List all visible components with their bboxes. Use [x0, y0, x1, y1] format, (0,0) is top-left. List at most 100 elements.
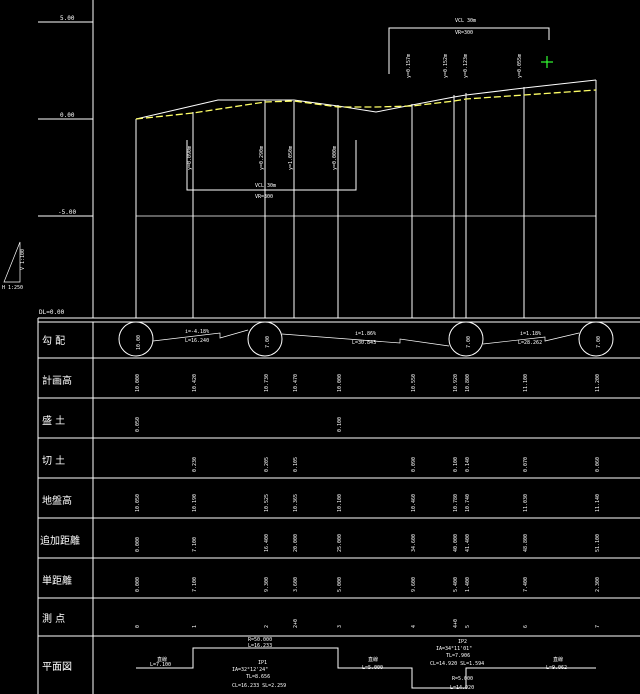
- ground-height-value: 10.365: [293, 494, 299, 512]
- datum-label: DL=0.00: [39, 309, 65, 316]
- stations-value: 2+0: [293, 619, 299, 628]
- elevation-label-low: -5.00: [58, 209, 76, 216]
- planned-height-value: 10.730: [264, 374, 270, 392]
- row-label-planned-height: 計画高: [42, 374, 72, 387]
- single-distance-value: 9.300: [264, 577, 270, 592]
- plan-curve-2-ia: IA=34°11'01": [436, 646, 472, 652]
- single-distance-value: 1.400: [465, 577, 471, 592]
- ground-height-value: 10.780: [453, 494, 459, 512]
- grade-segment-length-3: L=28.262: [518, 340, 542, 346]
- vc-top-radius: VR=300: [455, 30, 473, 36]
- vc-bottom-y3: y=1.050m: [288, 146, 294, 170]
- grade-circle-2: [448, 321, 484, 357]
- ground-height-value: 10.460: [411, 494, 417, 512]
- single-distance-value: 5.000: [337, 577, 343, 592]
- stations-value: 1: [192, 625, 198, 628]
- stations-value: 4+0: [453, 619, 459, 628]
- plan-curve-2-l: L=14.920: [450, 685, 474, 691]
- single-distance-value: 7.100: [192, 577, 198, 592]
- plan-straight-2: 直線: [368, 656, 378, 663]
- plan-straight-3-len: L=9.062: [546, 665, 567, 671]
- single-distance-value: 0.000: [135, 577, 141, 592]
- scale-horizontal: H 1:250: [2, 285, 23, 291]
- vc-top-y1: y=0.157m: [406, 54, 412, 78]
- row-label-ground-height: 地盤高: [42, 494, 72, 507]
- planned-height-value: 10.550: [411, 374, 417, 392]
- single-distance-value: 7.400: [523, 577, 529, 592]
- planned-height-value: 10.000: [135, 374, 141, 392]
- added-distance-value: 7.100: [192, 537, 198, 552]
- row-label-fill: 盛 土: [42, 414, 65, 427]
- added-distance-value: 34.600: [411, 534, 417, 552]
- cut-value: 0.060: [595, 457, 601, 472]
- cursor-crosshair: [541, 56, 553, 68]
- data-table: [37, 318, 640, 694]
- grade-segment-length-1: L=16.240: [185, 338, 209, 344]
- plan-curve-1-l: L=16.233: [248, 643, 272, 649]
- grade-circle-label-1: 7.00: [265, 336, 271, 348]
- vc-bottom-y1: y=0.090m: [187, 146, 193, 170]
- cut-value: 0.205: [264, 457, 270, 472]
- planned-height-value: 10.470: [293, 374, 299, 392]
- scale-triangle: [3, 241, 21, 283]
- added-distance-value: 16.400: [264, 534, 270, 552]
- planned-height-value: 11.200: [595, 374, 601, 392]
- added-distance-value: 51.100: [595, 534, 601, 552]
- ground-height-value: 10.050: [135, 494, 141, 512]
- grade-circle-label-0: 10.00: [136, 335, 142, 350]
- grade-row: 10.00 7.00 7.00 7.00 i=-4.18% L=16.240 i…: [118, 321, 614, 357]
- row-label-station: 測 点: [42, 612, 65, 625]
- elevation-label-top: 5.00: [60, 15, 75, 22]
- row-label-cut: 切 土: [42, 454, 65, 467]
- row-label-plan: 平面図: [42, 661, 72, 673]
- cut-value: 0.090: [411, 457, 417, 472]
- vc-bottom-y4: y=0.000m: [332, 146, 338, 170]
- vc-bottom-bracket: [186, 140, 357, 191]
- ground-height-value: 11.030: [523, 494, 529, 512]
- grade-segment-line-3: [482, 332, 580, 345]
- grade-segment-grade-1: i=-4.18%: [185, 329, 209, 335]
- added-distance-value: 41.400: [465, 534, 471, 552]
- cut-value: 0.140: [465, 457, 471, 472]
- planned-grade-line: [135, 79, 597, 120]
- grade-segment-line-2: [281, 333, 450, 347]
- added-distance-value: 48.800: [523, 534, 529, 552]
- single-distance-value: 9.600: [411, 577, 417, 592]
- plan-straight-2-len: L=5.000: [362, 665, 383, 671]
- planned-height-value: 10.000: [337, 374, 343, 392]
- cut-value: 0.230: [192, 457, 198, 472]
- ground-height-value: 10.525: [264, 494, 270, 512]
- row-label-single-distance: 単距離: [42, 574, 72, 587]
- grade-segment-grade-2: i=1.86%: [355, 331, 376, 337]
- plan-curve-2-ip: IP2: [458, 639, 467, 645]
- vc-top-length: VCL 30m: [455, 18, 476, 24]
- vc-top-y4: y=0.055m: [517, 54, 523, 78]
- stations-value: 3: [337, 625, 343, 628]
- cut-value: 0.070: [523, 457, 529, 472]
- plan-curve-1-r: R=50.000: [248, 637, 272, 643]
- ground-height-value: 10.740: [465, 494, 471, 512]
- cut-value: 0.105: [293, 457, 299, 472]
- grade-segment-line-1: [152, 329, 249, 342]
- ground-height-value: 11.140: [595, 494, 601, 512]
- vc-top-y2: y=0.152m: [443, 54, 449, 78]
- plan-curve-1-ia: IA=32°12'24": [232, 667, 268, 673]
- added-distance-value: 0.000: [135, 537, 141, 552]
- plan-straight-3: 直線: [553, 656, 563, 663]
- ground-line: [135, 89, 597, 120]
- stations-value: 5: [465, 625, 471, 628]
- scale-vertical: V 1:100: [20, 249, 26, 270]
- single-distance-value: 2.300: [595, 577, 601, 592]
- grade-circle-label-3: 7.00: [596, 336, 602, 348]
- planned-height-value: 10.800: [465, 374, 471, 392]
- ground-height-value: 10.100: [337, 494, 343, 512]
- stations-value: 4: [411, 625, 417, 628]
- stations-value: 7: [595, 625, 601, 628]
- vc-bottom-length: VCL 30m: [255, 183, 276, 189]
- vc-bottom-y2: y=0.290m: [259, 146, 265, 170]
- added-distance-value: 40.000: [453, 534, 459, 552]
- added-distance-value: 20.000: [293, 534, 299, 552]
